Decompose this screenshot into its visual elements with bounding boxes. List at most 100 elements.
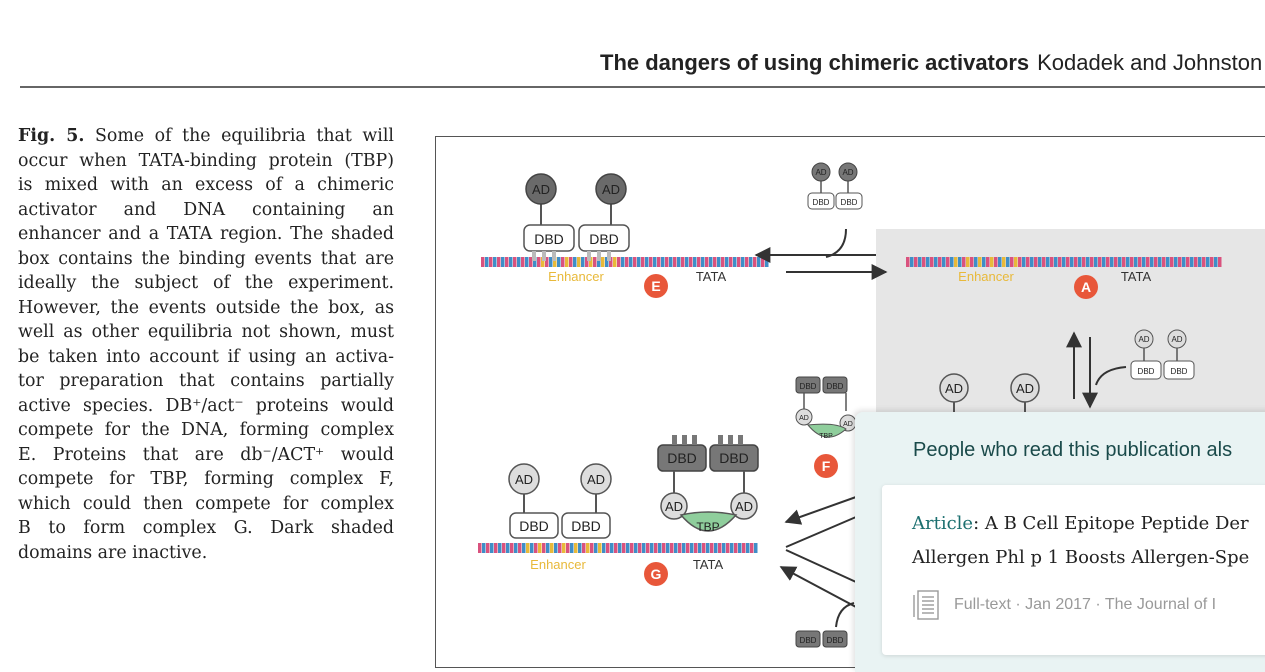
recommended-article-card[interactable]: Article: A B Cell Epitope Peptide Der Al… bbox=[882, 485, 1265, 655]
dna-base bbox=[589, 257, 593, 267]
dna-base bbox=[646, 543, 650, 553]
dna-base bbox=[637, 257, 641, 267]
dna-base bbox=[594, 543, 598, 553]
dna-base bbox=[709, 257, 713, 267]
dna-base bbox=[742, 543, 746, 553]
dna-strand-a bbox=[906, 257, 1222, 267]
dna-base bbox=[682, 543, 686, 553]
dna-base bbox=[685, 257, 689, 267]
dna-base bbox=[482, 543, 486, 553]
dna-base bbox=[690, 543, 694, 553]
article-authors: Kodadek and Johnston bbox=[1037, 50, 1263, 75]
svg-text:AD: AD bbox=[587, 472, 605, 487]
dna-base bbox=[1202, 257, 1206, 267]
card-title-line-1[interactable]: Article: A B Cell Epitope Peptide Der bbox=[912, 513, 1249, 534]
dna-base bbox=[550, 543, 554, 553]
dna-base bbox=[1098, 257, 1102, 267]
page-header: The dangers of using chimeric activators… bbox=[600, 50, 1262, 76]
dna-base bbox=[1054, 257, 1058, 267]
dna-base bbox=[661, 257, 665, 267]
dna-base bbox=[654, 543, 658, 553]
dna-base bbox=[645, 257, 649, 267]
dna-base bbox=[553, 257, 557, 267]
dna-base bbox=[1174, 257, 1178, 267]
dna-base bbox=[678, 543, 682, 553]
dna-base bbox=[1146, 257, 1150, 267]
svg-text:DBD: DBD bbox=[519, 518, 549, 534]
dna-base bbox=[485, 257, 489, 267]
enhancer-label: Enhancer bbox=[958, 269, 1014, 284]
recommendation-popup[interactable]: People who read this publication als Art… bbox=[855, 412, 1265, 672]
svg-text:AD: AD bbox=[945, 381, 963, 396]
dna-base bbox=[658, 543, 662, 553]
dna-base bbox=[657, 257, 661, 267]
dna-base bbox=[1214, 257, 1218, 267]
dna-base bbox=[1090, 257, 1094, 267]
dna-base bbox=[481, 257, 485, 267]
dna-base bbox=[926, 257, 930, 267]
dna-base bbox=[554, 543, 558, 553]
dna-base bbox=[722, 543, 726, 553]
svg-text:AD: AD bbox=[1171, 335, 1182, 344]
caption-line: occur when TATA-binding protein (TBP) bbox=[18, 150, 394, 171]
dna-base bbox=[609, 257, 613, 267]
caption-line: E. Proteins that are db⁻/ACT⁺ would bbox=[18, 444, 394, 465]
dna-base bbox=[714, 543, 718, 553]
caption-line: B to form complex G. Dark shaded bbox=[18, 518, 394, 538]
caption-line: compete for the DNA, forming complex bbox=[18, 420, 394, 440]
dna-base bbox=[730, 543, 734, 553]
dna-base bbox=[757, 257, 761, 267]
svg-text:AD: AD bbox=[1138, 335, 1149, 344]
svg-text:TBP: TBP bbox=[696, 520, 719, 534]
dna-base bbox=[634, 543, 638, 553]
dna-base bbox=[706, 543, 710, 553]
dna-base bbox=[478, 543, 482, 553]
caption-line: be taken into account if using an activa… bbox=[18, 346, 394, 367]
dna-base bbox=[662, 543, 666, 553]
dna-base bbox=[521, 257, 525, 267]
dna-base bbox=[498, 543, 502, 553]
dna-base bbox=[970, 257, 974, 267]
dna-base bbox=[946, 257, 950, 267]
dna-base bbox=[566, 543, 570, 553]
dna-base bbox=[514, 543, 518, 553]
dna-base bbox=[942, 257, 946, 267]
dna-base bbox=[522, 543, 526, 553]
complex-marker-e bbox=[644, 274, 668, 298]
dna-base bbox=[1050, 257, 1054, 267]
complex-marker-f bbox=[814, 454, 838, 478]
dna-base bbox=[1178, 257, 1182, 267]
dna-base bbox=[930, 257, 934, 267]
dna-base bbox=[689, 257, 693, 267]
dna-base bbox=[710, 543, 714, 553]
dna-base bbox=[506, 543, 510, 553]
dna-base bbox=[622, 543, 626, 553]
tata-label: TATA bbox=[693, 557, 724, 572]
dna-base bbox=[617, 257, 621, 267]
card-title-line-2[interactable]: Allergen Phl p 1 Boosts Allergen-Spe bbox=[912, 547, 1250, 568]
dna-base bbox=[934, 257, 938, 267]
dna-base bbox=[602, 543, 606, 553]
dna-base bbox=[746, 543, 750, 553]
dna-base bbox=[694, 543, 698, 553]
dna-base bbox=[910, 257, 914, 267]
complex-f: DBD DBD AD AD TBP F bbox=[795, 376, 857, 478]
svg-text:AD: AD bbox=[665, 499, 683, 514]
dna-base bbox=[638, 543, 642, 553]
dna-base bbox=[1102, 257, 1106, 267]
dna-base bbox=[542, 543, 546, 553]
dna-base bbox=[581, 257, 585, 267]
svg-text:DBD: DBD bbox=[571, 518, 601, 534]
dna-base bbox=[1082, 257, 1086, 267]
caption-line: box contains the binding events that are bbox=[18, 248, 394, 269]
dna-base bbox=[1134, 257, 1138, 267]
svg-text:DBD: DBD bbox=[1138, 367, 1155, 376]
free-activator-pair-right: AD AD DBD DBD bbox=[1130, 329, 1195, 380]
dna-base bbox=[650, 543, 654, 553]
svg-text:DBD: DBD bbox=[800, 382, 817, 391]
card-meta-text: Full-text · Jan 2017 · The Journal of I bbox=[954, 596, 1217, 613]
dna-base bbox=[738, 543, 742, 553]
svg-text:AD: AD bbox=[1016, 381, 1034, 396]
dna-base bbox=[549, 257, 553, 267]
complex-letter-g: G bbox=[651, 566, 662, 582]
